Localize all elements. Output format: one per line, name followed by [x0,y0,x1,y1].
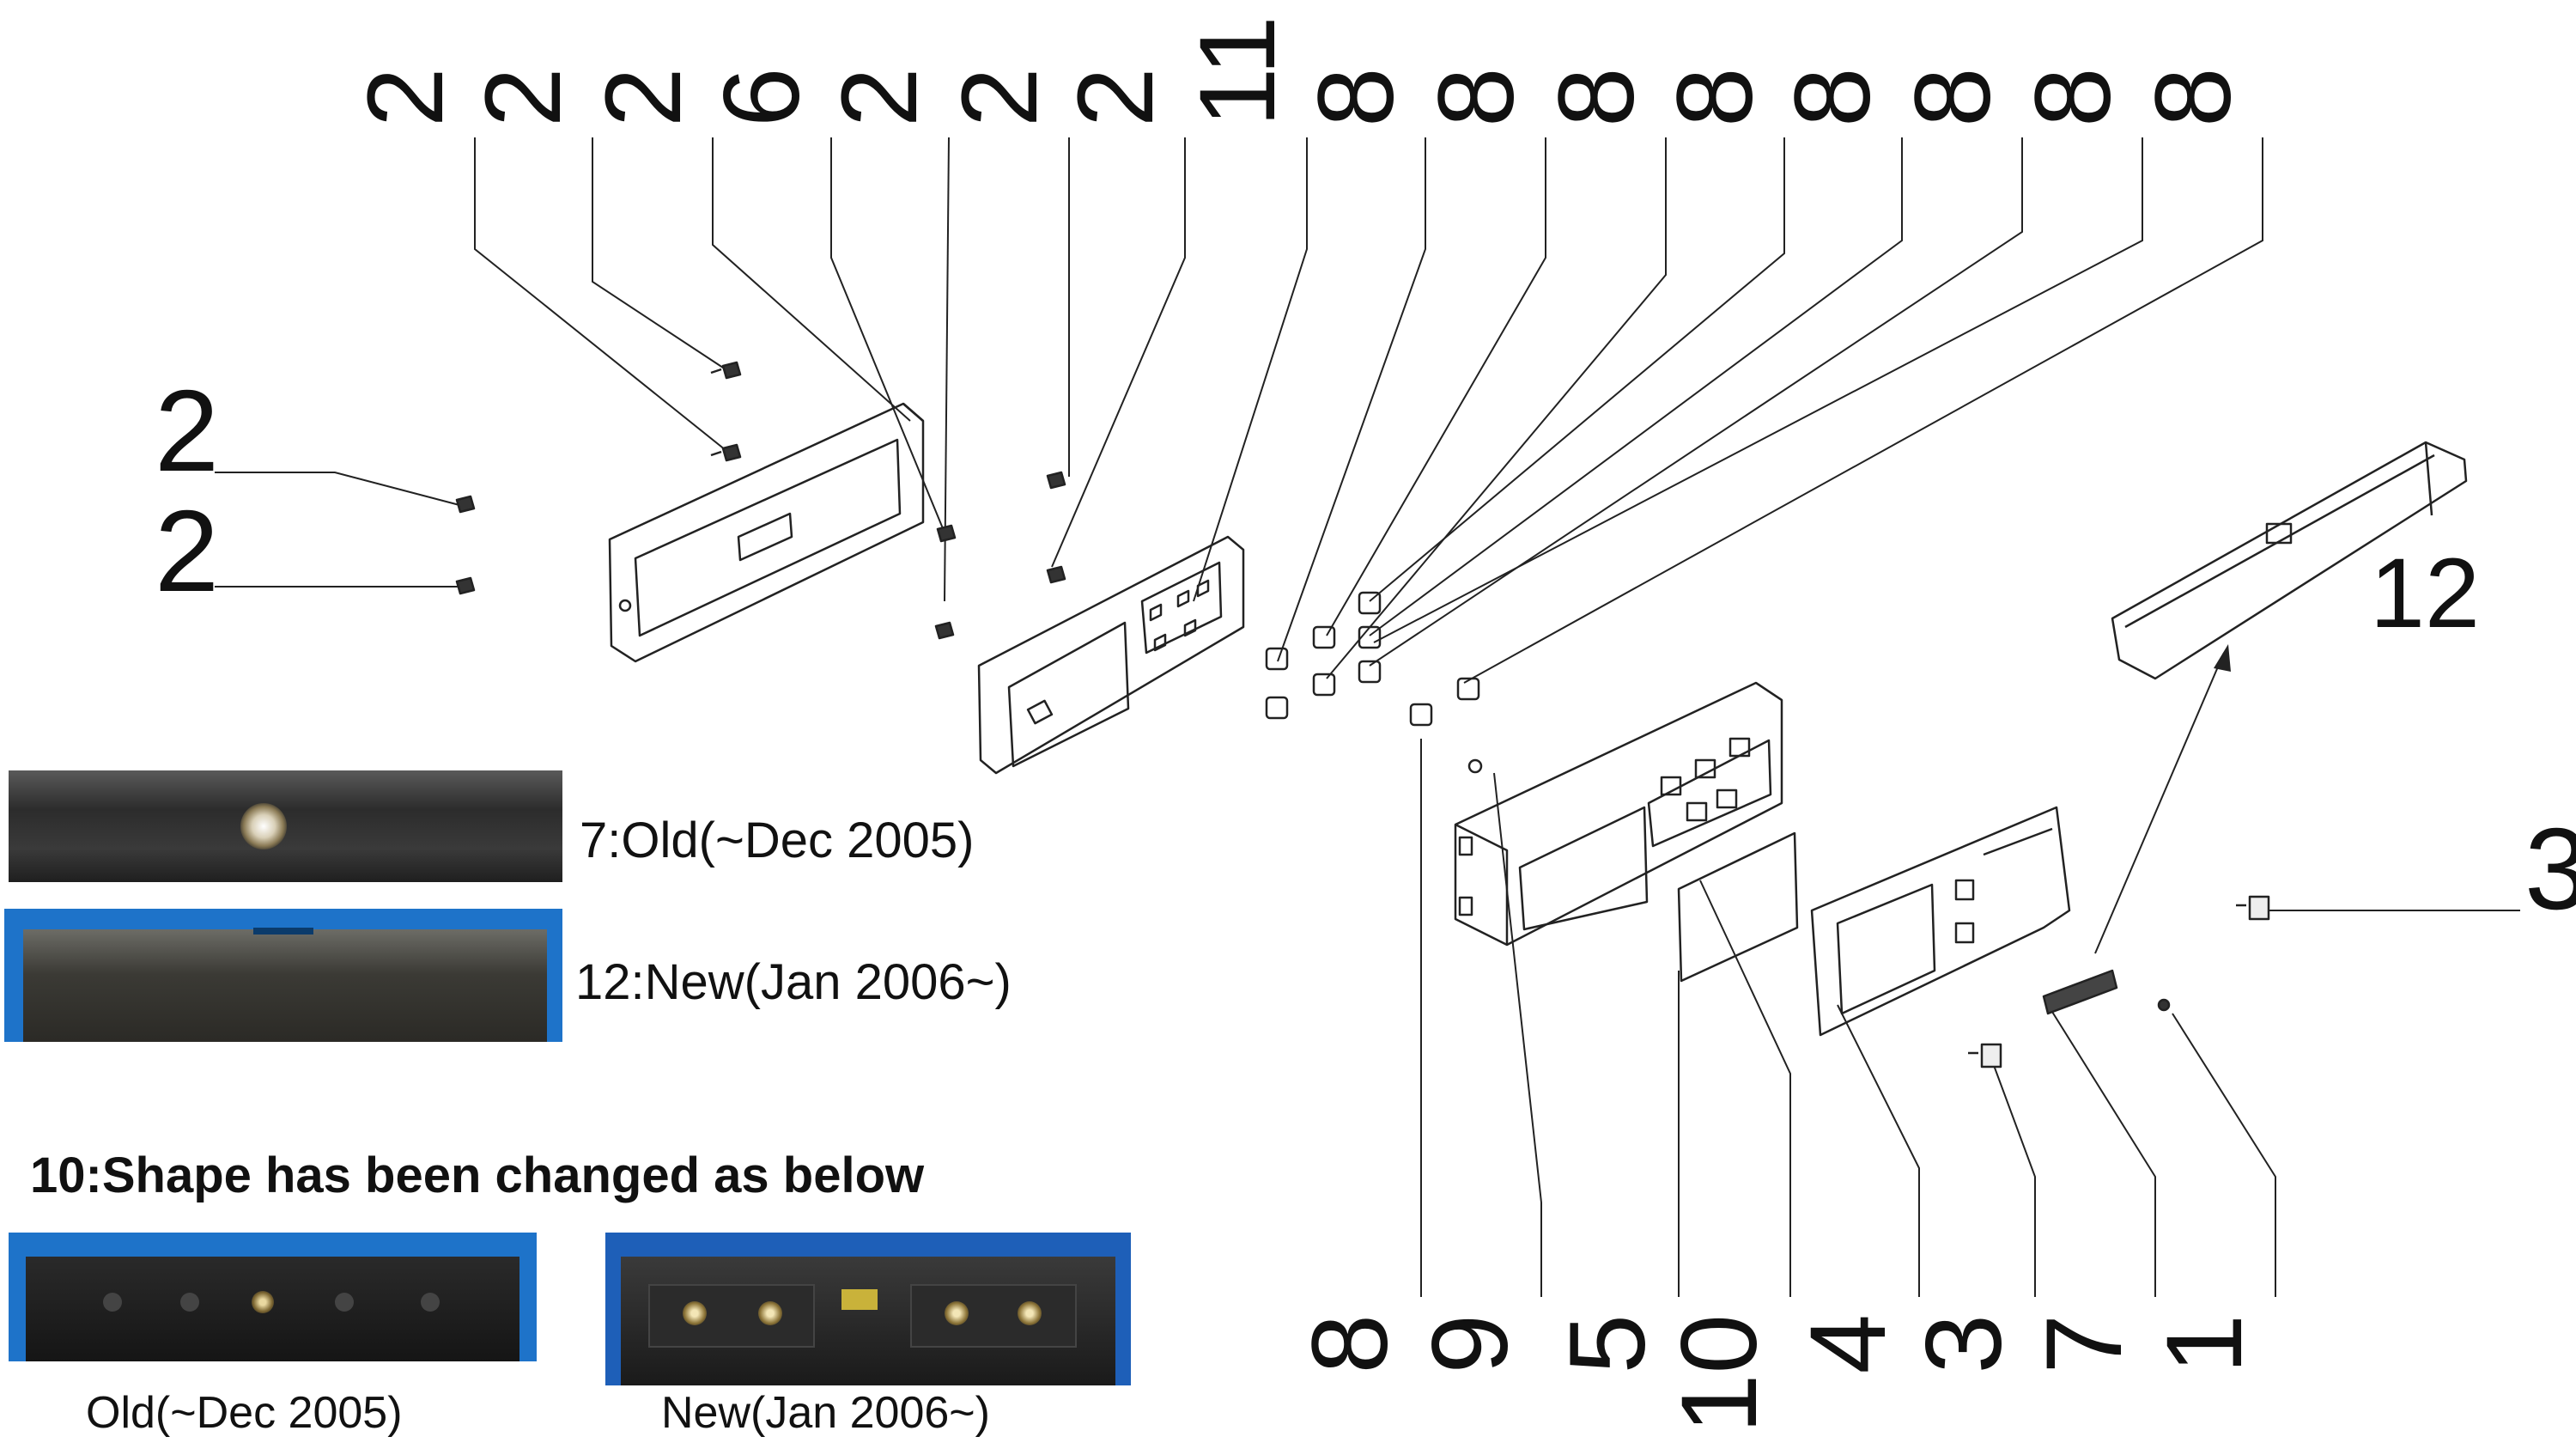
pin-icon [180,1293,199,1312]
standoff-part [1968,1043,2002,1068]
top-number-label: 8 [2014,67,2133,127]
leader-line [1326,137,1546,636]
pin-icon [683,1301,707,1325]
connector-cover-part [2042,969,2118,1015]
leader-line [2047,1004,2156,1297]
bottom-number-label: 9 [1411,1314,1530,1374]
leader-line [1369,137,1903,636]
small-screw-part [2157,998,2171,1012]
leader-line [215,472,460,506]
top-number-label: 2 [820,67,939,127]
leader-line [944,137,950,602]
leader-line [1463,137,2263,684]
leader-line [1837,1004,1920,1297]
pin-icon [1018,1301,1042,1325]
old-connector-photo [9,1233,537,1361]
pin-icon [945,1301,969,1325]
case-part [1454,681,1783,947]
screw-part [1046,565,1066,584]
right-number-label: 3 [2524,804,2576,934]
leader-lines [215,137,2520,1297]
bottom-number-label: 3 [1905,1314,2024,1374]
standoff-part [2236,895,2270,921]
screw-part [936,524,957,543]
pin-icon [252,1291,274,1313]
leader-line [1493,772,1542,1297]
leader-line [1051,137,1186,568]
screw-part [1046,471,1066,490]
bottom-number-label: 1 [2145,1314,2264,1374]
leader-line [1369,137,1785,602]
leader-line [1277,137,1426,662]
parts [455,361,2468,1068]
left-number-label: 2 [155,486,219,616]
bottom-number-label: 10 [1660,1314,1779,1434]
bottom-number-label: 4 [1789,1314,1908,1374]
top-number-label: 2 [584,67,703,127]
rubber-keys-part [1265,591,1480,727]
screw-hole-icon [240,803,287,849]
screw-part [455,495,476,514]
left-number-label: 2 [155,366,219,496]
part-numbers: 2 2 2 6 2 2 2 11 8 8 8 8 8 8 8 8 2 2 3 1… [155,15,2576,1434]
old-connector-caption: Old(~Dec 2005) [86,1388,403,1438]
front-frame-part [608,402,925,663]
new-connector-photo [605,1233,1131,1385]
leader-line [1369,137,2023,667]
screw-part [934,621,955,640]
leader-line [1991,1060,2036,1297]
top-number-label: 2 [464,67,583,127]
rear-panel-part [1810,806,2071,1037]
top-number-label: 6 [702,67,822,127]
leader-line [2172,1013,2276,1297]
leader-line [1193,137,1308,602]
leader-line [1326,137,1667,679]
top-number-label: 8 [1893,67,2013,127]
top-number-label: 8 [1656,67,1775,127]
pin-icon [335,1293,354,1312]
arrow-head [2214,644,2231,672]
new-cover-part [2111,441,2468,680]
screw-part [455,576,476,595]
window-part [1677,831,1799,983]
leader-line [592,137,729,372]
top-number-label: 8 [1417,67,1536,127]
top-number-label: 8 [1773,67,1893,127]
new-cover-caption: 12:New(Jan 2006~) [575,954,1012,1010]
bottom-number-label: 5 [1548,1314,1668,1374]
screw-part [710,361,742,380]
pcb-part [977,535,1245,775]
new-connector-caption: New(Jan 2006~) [661,1388,990,1438]
top-number-label: 2 [346,67,465,127]
right-number-label: 12 [2370,539,2480,648]
screw-part [710,443,742,462]
leader-line [1699,880,1791,1297]
top-number-label: 8 [2134,67,2253,127]
leader-line [2094,652,2225,954]
old-cover-caption: 7:Old(~Dec 2005) [580,813,975,868]
leader-line [830,137,945,533]
top-number-label: 8 [1297,67,1416,127]
new-cover-photo [4,909,562,1042]
top-number-label: 8 [1537,67,1656,127]
shape-change-heading: 10:Shape has been changed as below [30,1148,925,1203]
pin-icon [421,1293,440,1312]
bottom-number-label: 8 [1291,1314,1410,1374]
led-part [1467,758,1483,774]
leader-line [1373,137,2143,643]
leader-line [712,137,911,422]
old-cover-photo [9,770,562,882]
top-number-label: 11 [1178,15,1297,127]
pin-icon [103,1293,122,1312]
bottom-number-label: 7 [2025,1314,2144,1374]
top-number-label: 2 [1056,67,1176,127]
pin-icon [758,1301,782,1325]
top-number-label: 2 [940,67,1060,127]
leader-line [474,137,731,454]
contact-strip-icon [841,1289,878,1310]
